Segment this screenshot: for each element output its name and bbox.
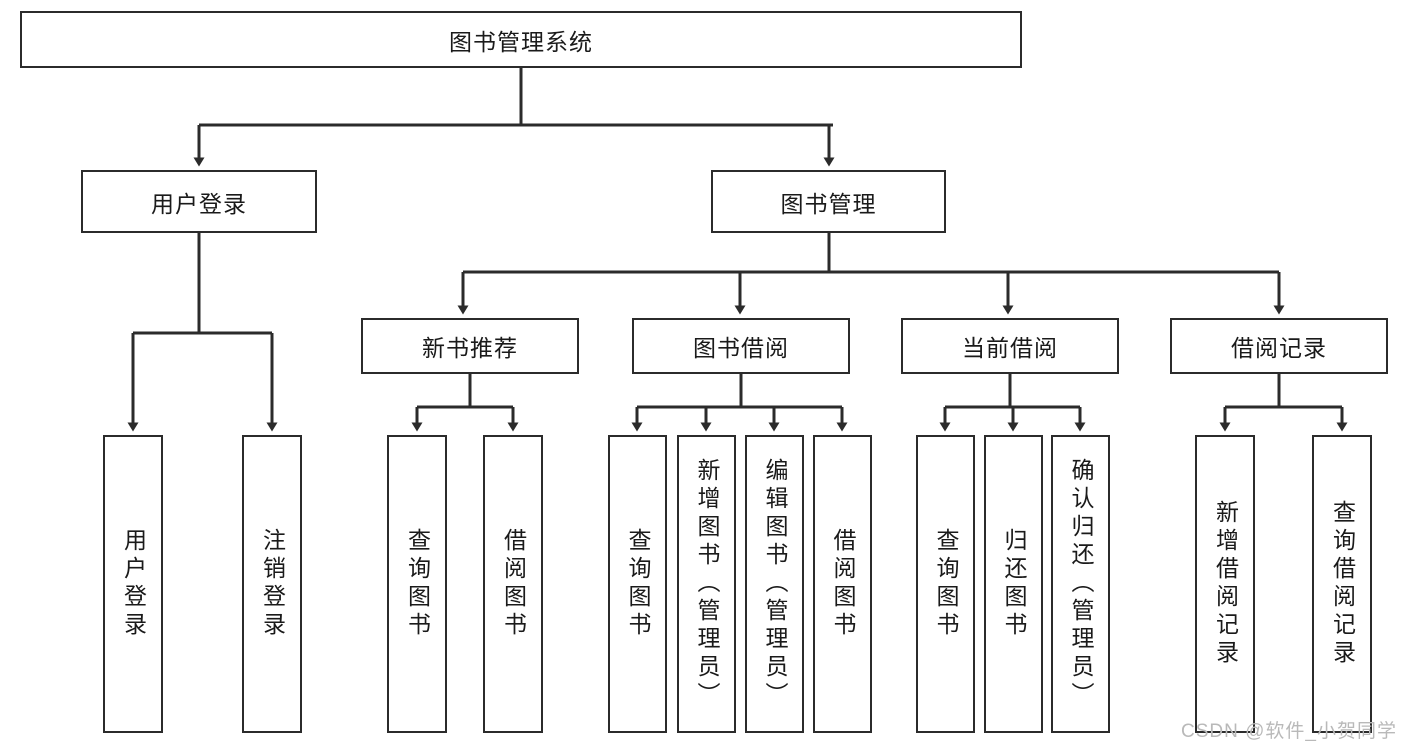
node-user-login[interactable]: 用户登录 (81, 170, 317, 233)
node-label: 新增图书（管理员） (694, 458, 720, 710)
node-label: 编辑图书（管理员） (762, 458, 788, 710)
node-leaf-borrow-book-rec[interactable]: 借阅图书 (483, 435, 543, 733)
csdn-watermark: CSDN @软件_小贺同学 (1181, 721, 1397, 742)
node-label: 注销登录 (259, 528, 286, 640)
node-label: 图书管理 (780, 190, 877, 217)
node-new-book-rec[interactable]: 新书推荐 (361, 318, 579, 374)
edge-group-current-borrow (939, 374, 1086, 432)
node-label: 图书借阅 (693, 335, 789, 361)
edge-group-borrow-record (1219, 374, 1348, 432)
node-label: 新增借阅记录 (1212, 500, 1239, 668)
node-label: 查询图书 (625, 528, 651, 640)
node-label: 查询借阅记录 (1329, 500, 1356, 668)
node-book-borrow[interactable]: 图书借阅 (632, 318, 850, 374)
edge-group-root (193, 68, 835, 167)
node-label: 用户登录 (151, 190, 247, 217)
node-borrow-record[interactable]: 借阅记录 (1170, 318, 1388, 374)
node-label: 借阅图书 (500, 528, 527, 640)
node-leaf-add-book[interactable]: 新增图书（管理员） (677, 435, 736, 733)
node-label: 用户登录 (120, 528, 147, 640)
node-current-borrow[interactable]: 当前借阅 (901, 318, 1119, 374)
node-leaf-add-record[interactable]: 新增借阅记录 (1195, 435, 1255, 733)
node-label: 确认归还（管理员） (1068, 458, 1094, 710)
node-leaf-borrow-book[interactable]: 借阅图书 (813, 435, 872, 733)
node-leaf-query-book-current[interactable]: 查询图书 (916, 435, 975, 733)
node-leaf-user-login[interactable]: 用户登录 (103, 435, 163, 733)
node-label: 当前借阅 (962, 335, 1058, 361)
node-label: 借阅图书 (830, 528, 856, 640)
node-label: 新书推荐 (422, 335, 518, 361)
node-leaf-query-record[interactable]: 查询借阅记录 (1312, 435, 1372, 733)
edge-group-user-login (127, 233, 278, 432)
edge-group-book-manage (457, 233, 1285, 315)
node-leaf-return-book[interactable]: 归还图书 (984, 435, 1043, 733)
node-leaf-query-book-borrow[interactable]: 查询图书 (608, 435, 667, 733)
node-leaf-confirm-return[interactable]: 确认归还（管理员） (1051, 435, 1110, 733)
node-leaf-user-logout[interactable]: 注销登录 (242, 435, 302, 733)
node-label: 借阅记录 (1231, 335, 1327, 361)
node-root[interactable]: 图书管理系统 (20, 11, 1022, 68)
edge-group-new-book-rec (411, 374, 519, 432)
node-leaf-query-book-rec[interactable]: 查询图书 (387, 435, 447, 733)
node-label: 归还图书 (1001, 528, 1027, 640)
node-book-manage[interactable]: 图书管理 (711, 170, 946, 233)
node-label: 查询图书 (933, 528, 959, 640)
node-label: 查询图书 (404, 528, 431, 640)
node-label: 图书管理系统 (449, 28, 593, 55)
node-leaf-edit-book[interactable]: 编辑图书（管理员） (745, 435, 804, 733)
edge-group-book-borrow (631, 374, 848, 432)
